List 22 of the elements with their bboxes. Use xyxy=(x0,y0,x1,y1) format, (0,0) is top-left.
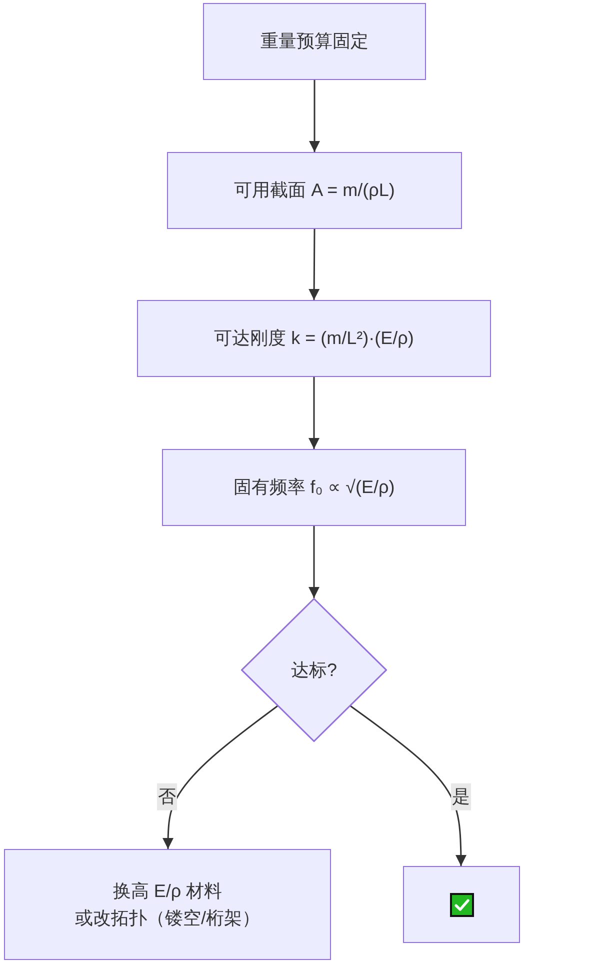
edge-label: 否 xyxy=(157,783,177,811)
decision-diamond xyxy=(241,598,387,742)
arrow xyxy=(308,526,320,598)
arrow xyxy=(308,377,320,449)
step-text: 可用截面 A = m/(ρL) xyxy=(234,179,395,202)
process-box xyxy=(167,152,462,229)
step-text: 换高 E/ρ 材料 xyxy=(112,880,222,903)
step-text: 固有频率 f₀ ∝ √(E/ρ) xyxy=(233,476,395,499)
process-box xyxy=(162,449,466,526)
process-box xyxy=(203,3,426,80)
decision-text: 达标? xyxy=(290,658,337,682)
step-text: 可达刚度 k = (m/L²)·(E/ρ) xyxy=(214,327,414,350)
arrow xyxy=(162,705,278,849)
arrow xyxy=(350,705,466,866)
step-text: 或改拓扑（镂空/桁架） xyxy=(74,906,260,930)
process-box xyxy=(4,849,331,960)
result-box xyxy=(403,866,520,943)
process-box xyxy=(137,300,491,377)
arrow xyxy=(309,80,320,152)
arrow xyxy=(308,229,320,300)
step-text: 重量预算固定 xyxy=(260,30,368,53)
edge-label: 是 xyxy=(451,783,471,811)
